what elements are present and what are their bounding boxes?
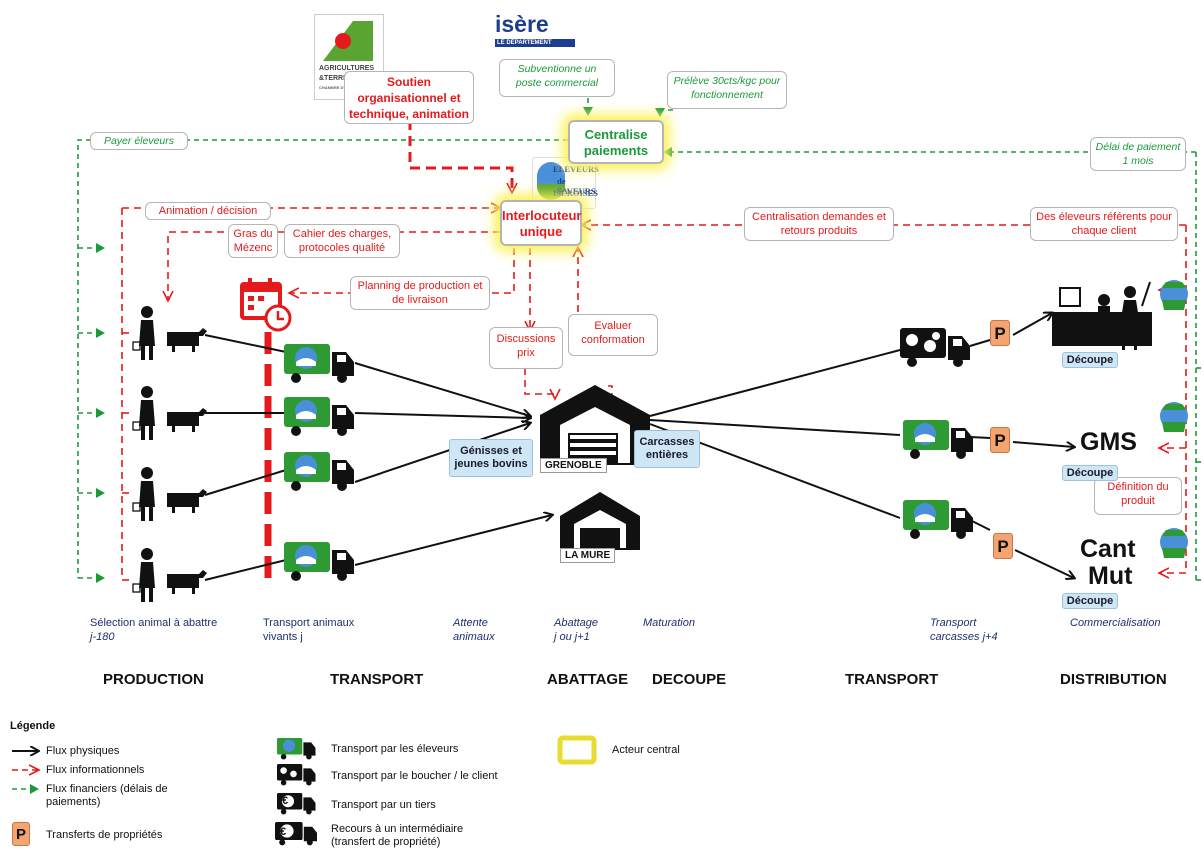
stage-attente: Attente animaux xyxy=(453,617,495,643)
truck-eleveurs-icon xyxy=(903,420,973,459)
calendar-icon xyxy=(240,278,292,332)
legend-intermediaire: Recours à un intermédiaire (transfert de… xyxy=(331,823,464,848)
phase-decoupe: DECOUPE xyxy=(652,671,727,688)
legend-symbols xyxy=(12,735,597,846)
farmer-referent-icon xyxy=(1160,280,1188,310)
producer-rows xyxy=(132,306,207,602)
farmer-referent-icon xyxy=(1160,528,1188,558)
phase-production: PRODUCTION xyxy=(103,671,204,688)
grenoble-label: GRENOBLE xyxy=(540,458,607,473)
definition-produit-box: Définition du produit xyxy=(1094,477,1182,515)
centralisation-demandes-box: Centralisation demandes et retours produ… xyxy=(744,207,894,241)
truck-eleveurs-icon xyxy=(903,500,973,539)
producer-row-4 xyxy=(132,548,207,602)
stage-maturation: Maturation xyxy=(643,617,695,629)
subventionne-box: Subventionne un poste commercial xyxy=(499,59,615,97)
carcasses-label: Carcasses entières xyxy=(634,430,700,468)
soutien-box: Soutien organisationnel et technique, an… xyxy=(344,71,474,124)
gras-mezenc-box: Gras du Mézenc xyxy=(228,224,278,258)
delai-paiement-box: Délai de paiement 1 mois xyxy=(1090,137,1186,171)
truck-eleveurs-icon xyxy=(284,344,354,383)
legend-physical: Flux physiques xyxy=(46,745,120,757)
planning-box: Planning de production et de livraison xyxy=(350,276,490,310)
truck-eleveurs-icon xyxy=(284,542,354,581)
legend-transport-boucher: Transport par le boucher / le client xyxy=(331,770,498,782)
legend-truck-boucher-icon xyxy=(277,764,316,786)
stage-transport-vivants: Transport animaux vivants j xyxy=(263,617,355,643)
legend-transfer-badge: P xyxy=(12,822,30,846)
cantine-label-line1: Cant xyxy=(1080,535,1136,563)
phase-transport-2: TRANSPORT xyxy=(845,671,939,688)
flow-payer-eleveurs xyxy=(77,139,568,578)
phase-distribution: DISTRIBUTION xyxy=(1060,671,1167,688)
legend-transport-tiers: Transport par un tiers xyxy=(331,799,436,811)
centralise-paiements-box: Centralise paiements xyxy=(568,120,664,164)
legend-euro-symbol: € xyxy=(280,826,287,838)
breeder-trucks xyxy=(284,344,973,581)
legend-truck-intermediaire-icon xyxy=(275,822,317,846)
ownership-transfer-badge: P xyxy=(993,533,1013,559)
truck-eleveurs-icon xyxy=(284,397,354,436)
genisses-label: Génisses et jeunes bovins xyxy=(449,439,533,477)
stage-transport-carcasses: Transport carcasses j+4 xyxy=(930,617,998,643)
phase-transport-1: TRANSPORT xyxy=(330,671,424,688)
evaluer-conformation-box: Evaluer conformation xyxy=(568,314,658,356)
stage-commercialisation: Commercialisation xyxy=(1070,617,1161,629)
legend-financial: Flux financiers (délais de paiements) xyxy=(46,783,168,808)
gms-label: GMS xyxy=(1080,428,1137,456)
legend-transport-eleveurs: Transport par les éleveurs xyxy=(331,743,459,755)
legend-truck-tiers-icon xyxy=(277,793,316,815)
producer-row-1 xyxy=(132,306,207,360)
ownership-transfer-badge: P xyxy=(990,320,1010,346)
truck-boucher-icon xyxy=(900,328,970,367)
referent-farmer-icons xyxy=(1160,280,1188,558)
lamure-label: LA MURE xyxy=(560,548,616,563)
ownership-transfer-badge: P xyxy=(990,427,1010,453)
legend-transfer: Transferts de propriétés xyxy=(46,829,163,841)
decoupe-badge: Découpe xyxy=(1062,593,1118,609)
eleveurs-referents-box: Des éleveurs référents pour chaque clien… xyxy=(1030,207,1178,241)
truck-eleveurs-icon xyxy=(284,452,354,491)
lamure-abattoir-icon xyxy=(560,492,640,550)
cahier-charges-box: Cahier des charges, protocoles qualité xyxy=(284,224,400,258)
decoupe-badge: Découpe xyxy=(1062,465,1118,481)
interlocuteur-unique-box: Interlocuteur unique xyxy=(500,200,582,246)
preleve-box: Prélève 30cts/kgc pour fonctionnement xyxy=(667,71,787,109)
legend-info: Flux informationnels xyxy=(46,764,145,776)
stage-abattage: Abattage j ou j+1 xyxy=(554,617,599,643)
legend-title: Légende xyxy=(10,720,56,732)
discussions-prix-box: Discussions prix xyxy=(489,327,563,369)
legend-central-actor-swatch xyxy=(557,735,597,765)
legend-central-actor: Acteur central xyxy=(612,744,680,756)
stage-selection: Sélection animal à abattre j-180 xyxy=(90,617,218,643)
decoupe-badge: Découpe xyxy=(1062,352,1118,368)
legend-truck-eleveurs-icon xyxy=(277,738,316,760)
legend-euro-symbol: € xyxy=(282,795,289,807)
phase-abattage: ABATTAGE xyxy=(547,671,629,688)
physical-flows xyxy=(204,313,1074,581)
producer-row-2 xyxy=(132,386,207,440)
cantine-label-line2: Mut xyxy=(1088,562,1133,590)
producer-row-3 xyxy=(132,467,207,521)
payer-eleveurs-box: Payer éleveurs xyxy=(90,132,188,150)
farmer-referent-icon xyxy=(1160,402,1188,432)
isere-departement-logo: isère LE DÉPARTEMENT xyxy=(495,11,575,47)
boucherie-icon xyxy=(1052,281,1152,350)
animation-decision-box: Animation / décision xyxy=(145,202,271,220)
